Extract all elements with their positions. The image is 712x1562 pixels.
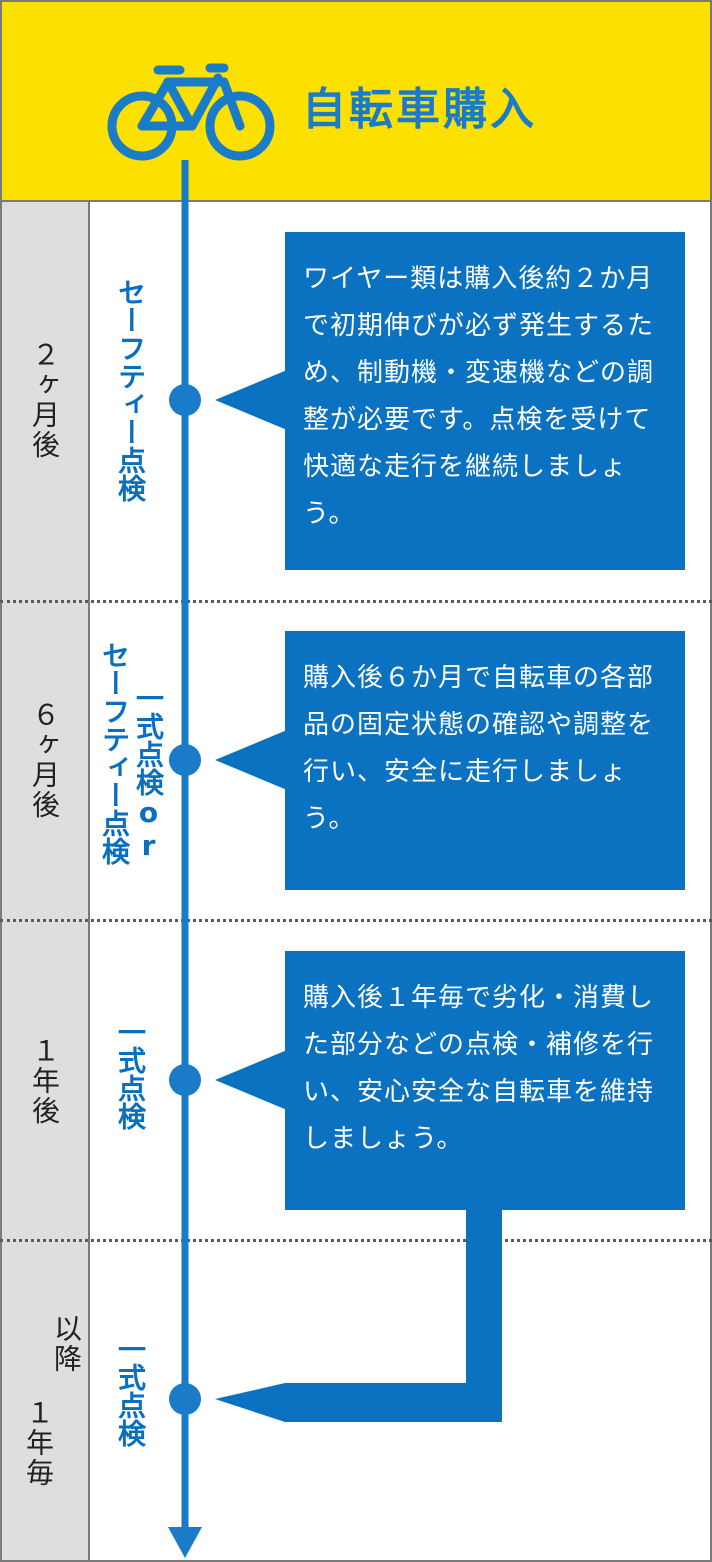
- callout-box-1-year: 購入後１年毎で劣化・消費した部分などの点検・補修を行い、安心安全な自転車を維持し…: [285, 951, 685, 1210]
- callout-box-6-months: 購入後６か月で自転車の各部品の固定状態の確認や調整を行い、安全に走行しましょう。: [285, 631, 685, 890]
- check-label-safety: セーフティー点検: [114, 278, 147, 502]
- separator: [0, 600, 712, 603]
- timeline-dot: [169, 1064, 201, 1096]
- bicycle-icon: [107, 63, 275, 161]
- callout-connector: [215, 1208, 502, 1422]
- period-label-2-months: ２ヶ月後: [28, 340, 61, 460]
- period-column: [0, 202, 90, 1562]
- check-label-full: 一式点検or: [132, 684, 165, 862]
- separator: [0, 1239, 712, 1242]
- callout-pointer: [215, 730, 287, 790]
- period-label-thereafter: 以降: [50, 1314, 83, 1374]
- period-label-6-months: ６ヶ月後: [28, 700, 61, 820]
- separator: [0, 919, 712, 922]
- header-title: 自転車購入: [302, 84, 537, 135]
- period-label-every-year: １年毎: [22, 1398, 55, 1488]
- check-label-full: 一式点検: [114, 1335, 147, 1447]
- check-label-full: 一式点検: [114, 1018, 147, 1130]
- callout-pointer: [215, 1050, 287, 1110]
- callout-text: 購入後６か月で自転車の各部品の固定状態の確認や調整を行い、安全に走行しましょう。: [303, 663, 655, 834]
- callout-text: ワイヤー類は購入後約２か月で初期伸びが必ず発生するため、制動機・変速機などの調整…: [303, 264, 655, 529]
- timeline-dot: [169, 1383, 201, 1415]
- header-banner: 自転車購入: [0, 0, 712, 202]
- timeline-arrow-icon: [168, 1527, 202, 1558]
- timeline-dot: [169, 384, 201, 416]
- callout-text: 購入後１年毎で劣化・消費した部分などの点検・補修を行い、安心安全な自転車を維持し…: [303, 983, 655, 1154]
- callout-pointer: [215, 370, 287, 430]
- period-label-1-year: １年後: [28, 1036, 61, 1126]
- callout-box-2-months: ワイヤー類は購入後約２か月で初期伸びが必ず発生するため、制動機・変速機などの調整…: [285, 232, 685, 570]
- timeline-dot: [169, 744, 201, 776]
- check-label-safety: セーフティー点検: [98, 641, 131, 865]
